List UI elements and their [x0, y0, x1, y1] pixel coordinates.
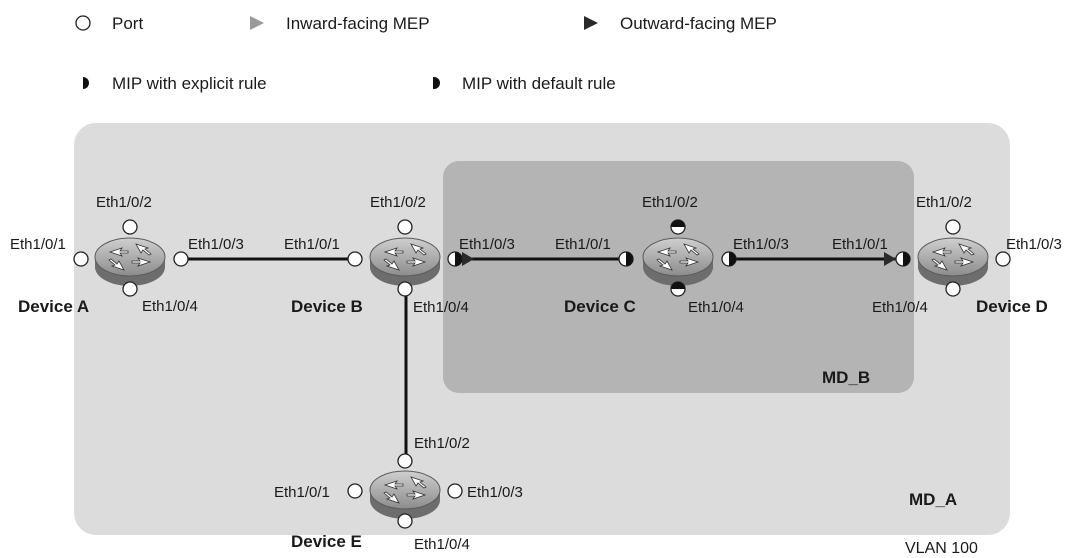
- label-e-p3: Eth1/0/3: [467, 484, 523, 501]
- md-b-label: MD_B: [822, 368, 870, 387]
- device-d-icon: [917, 237, 989, 287]
- outward-mep-d1: [884, 252, 896, 266]
- port-d-3: [995, 251, 1011, 267]
- label-c-p4: Eth1/0/4: [688, 299, 744, 316]
- device-e-name: Device E: [291, 532, 362, 551]
- label-b-p2: Eth1/0/2: [370, 194, 426, 211]
- device-a-icon: [94, 237, 166, 287]
- legend-inward-mep-label: Inward-facing MEP: [286, 14, 430, 33]
- label-c-p2: Eth1/0/2: [642, 194, 698, 211]
- mip-explicit-c3: [729, 252, 736, 266]
- legend-mip-default-label: MIP with default rule: [462, 74, 616, 93]
- legend: Port Inward-facing MEP Outward-facing ME…: [75, 14, 777, 93]
- mip-explicit-c1: [626, 252, 633, 266]
- label-a-p2: Eth1/0/2: [96, 194, 152, 211]
- port-e-2: [397, 453, 413, 469]
- mip-default-c4: [671, 282, 685, 289]
- label-b-p3: Eth1/0/3: [459, 236, 515, 253]
- label-b-p4: Eth1/0/4: [413, 299, 469, 316]
- label-d-p2: Eth1/0/2: [916, 194, 972, 211]
- legend-mip-explicit-icon: [83, 77, 89, 89]
- port-a-2: [122, 219, 138, 235]
- legend-outward-mep-label: Outward-facing MEP: [620, 14, 777, 33]
- port-a-3: [173, 251, 189, 267]
- port-e-3: [447, 483, 463, 499]
- mip-explicit-b3: [455, 252, 462, 266]
- port-e-1: [347, 483, 363, 499]
- device-c-name: Device C: [564, 297, 636, 316]
- device-b-name: Device B: [291, 297, 363, 316]
- mip-default-c2: [671, 220, 685, 227]
- port-d-4: [945, 281, 961, 297]
- outward-mep-b3: [462, 252, 474, 266]
- links: [181, 257, 903, 461]
- legend-mip-default-icon: [434, 77, 440, 89]
- legend-mip-explicit-label: MIP with explicit rule: [112, 74, 267, 93]
- label-e-p4: Eth1/0/4: [414, 536, 470, 553]
- port-b-2: [397, 219, 413, 235]
- mip-markers: [455, 220, 910, 289]
- port-b-4: [397, 281, 413, 297]
- device-e-icon: [369, 470, 441, 520]
- port-d-2: [945, 219, 961, 235]
- label-d-p4: Eth1/0/4: [872, 299, 928, 316]
- label-d-p1: Eth1/0/1: [832, 236, 888, 253]
- device-a-name: Device A: [18, 297, 89, 316]
- label-a-p1: Eth1/0/1: [10, 236, 66, 253]
- md-a-label: MD_A: [909, 490, 957, 509]
- vlan-label: VLAN 100: [905, 540, 978, 557]
- legend-port-label: Port: [112, 14, 143, 33]
- label-a-p4: Eth1/0/4: [142, 298, 198, 315]
- label-c-p3: Eth1/0/3: [733, 236, 789, 253]
- label-a-p3: Eth1/0/3: [188, 236, 244, 253]
- port-b-1: [347, 251, 363, 267]
- legend-inward-mep-icon: [250, 16, 264, 30]
- label-b-p1: Eth1/0/1: [284, 236, 340, 253]
- port-a-4: [122, 281, 138, 297]
- label-e-p1: Eth1/0/1: [274, 484, 330, 501]
- device-b-icon: [369, 237, 441, 287]
- label-c-p1: Eth1/0/1: [555, 236, 611, 253]
- device-c-icon: [642, 237, 714, 287]
- legend-port-icon: [75, 15, 91, 31]
- port-e-4: [397, 513, 413, 529]
- legend-outward-mep-icon: [584, 16, 598, 30]
- mip-explicit-d1: [903, 252, 910, 266]
- label-d-p3: Eth1/0/3: [1006, 236, 1062, 253]
- device-d-name: Device D: [976, 297, 1048, 316]
- label-e-p2: Eth1/0/2: [414, 435, 470, 452]
- port-a-1: [73, 251, 89, 267]
